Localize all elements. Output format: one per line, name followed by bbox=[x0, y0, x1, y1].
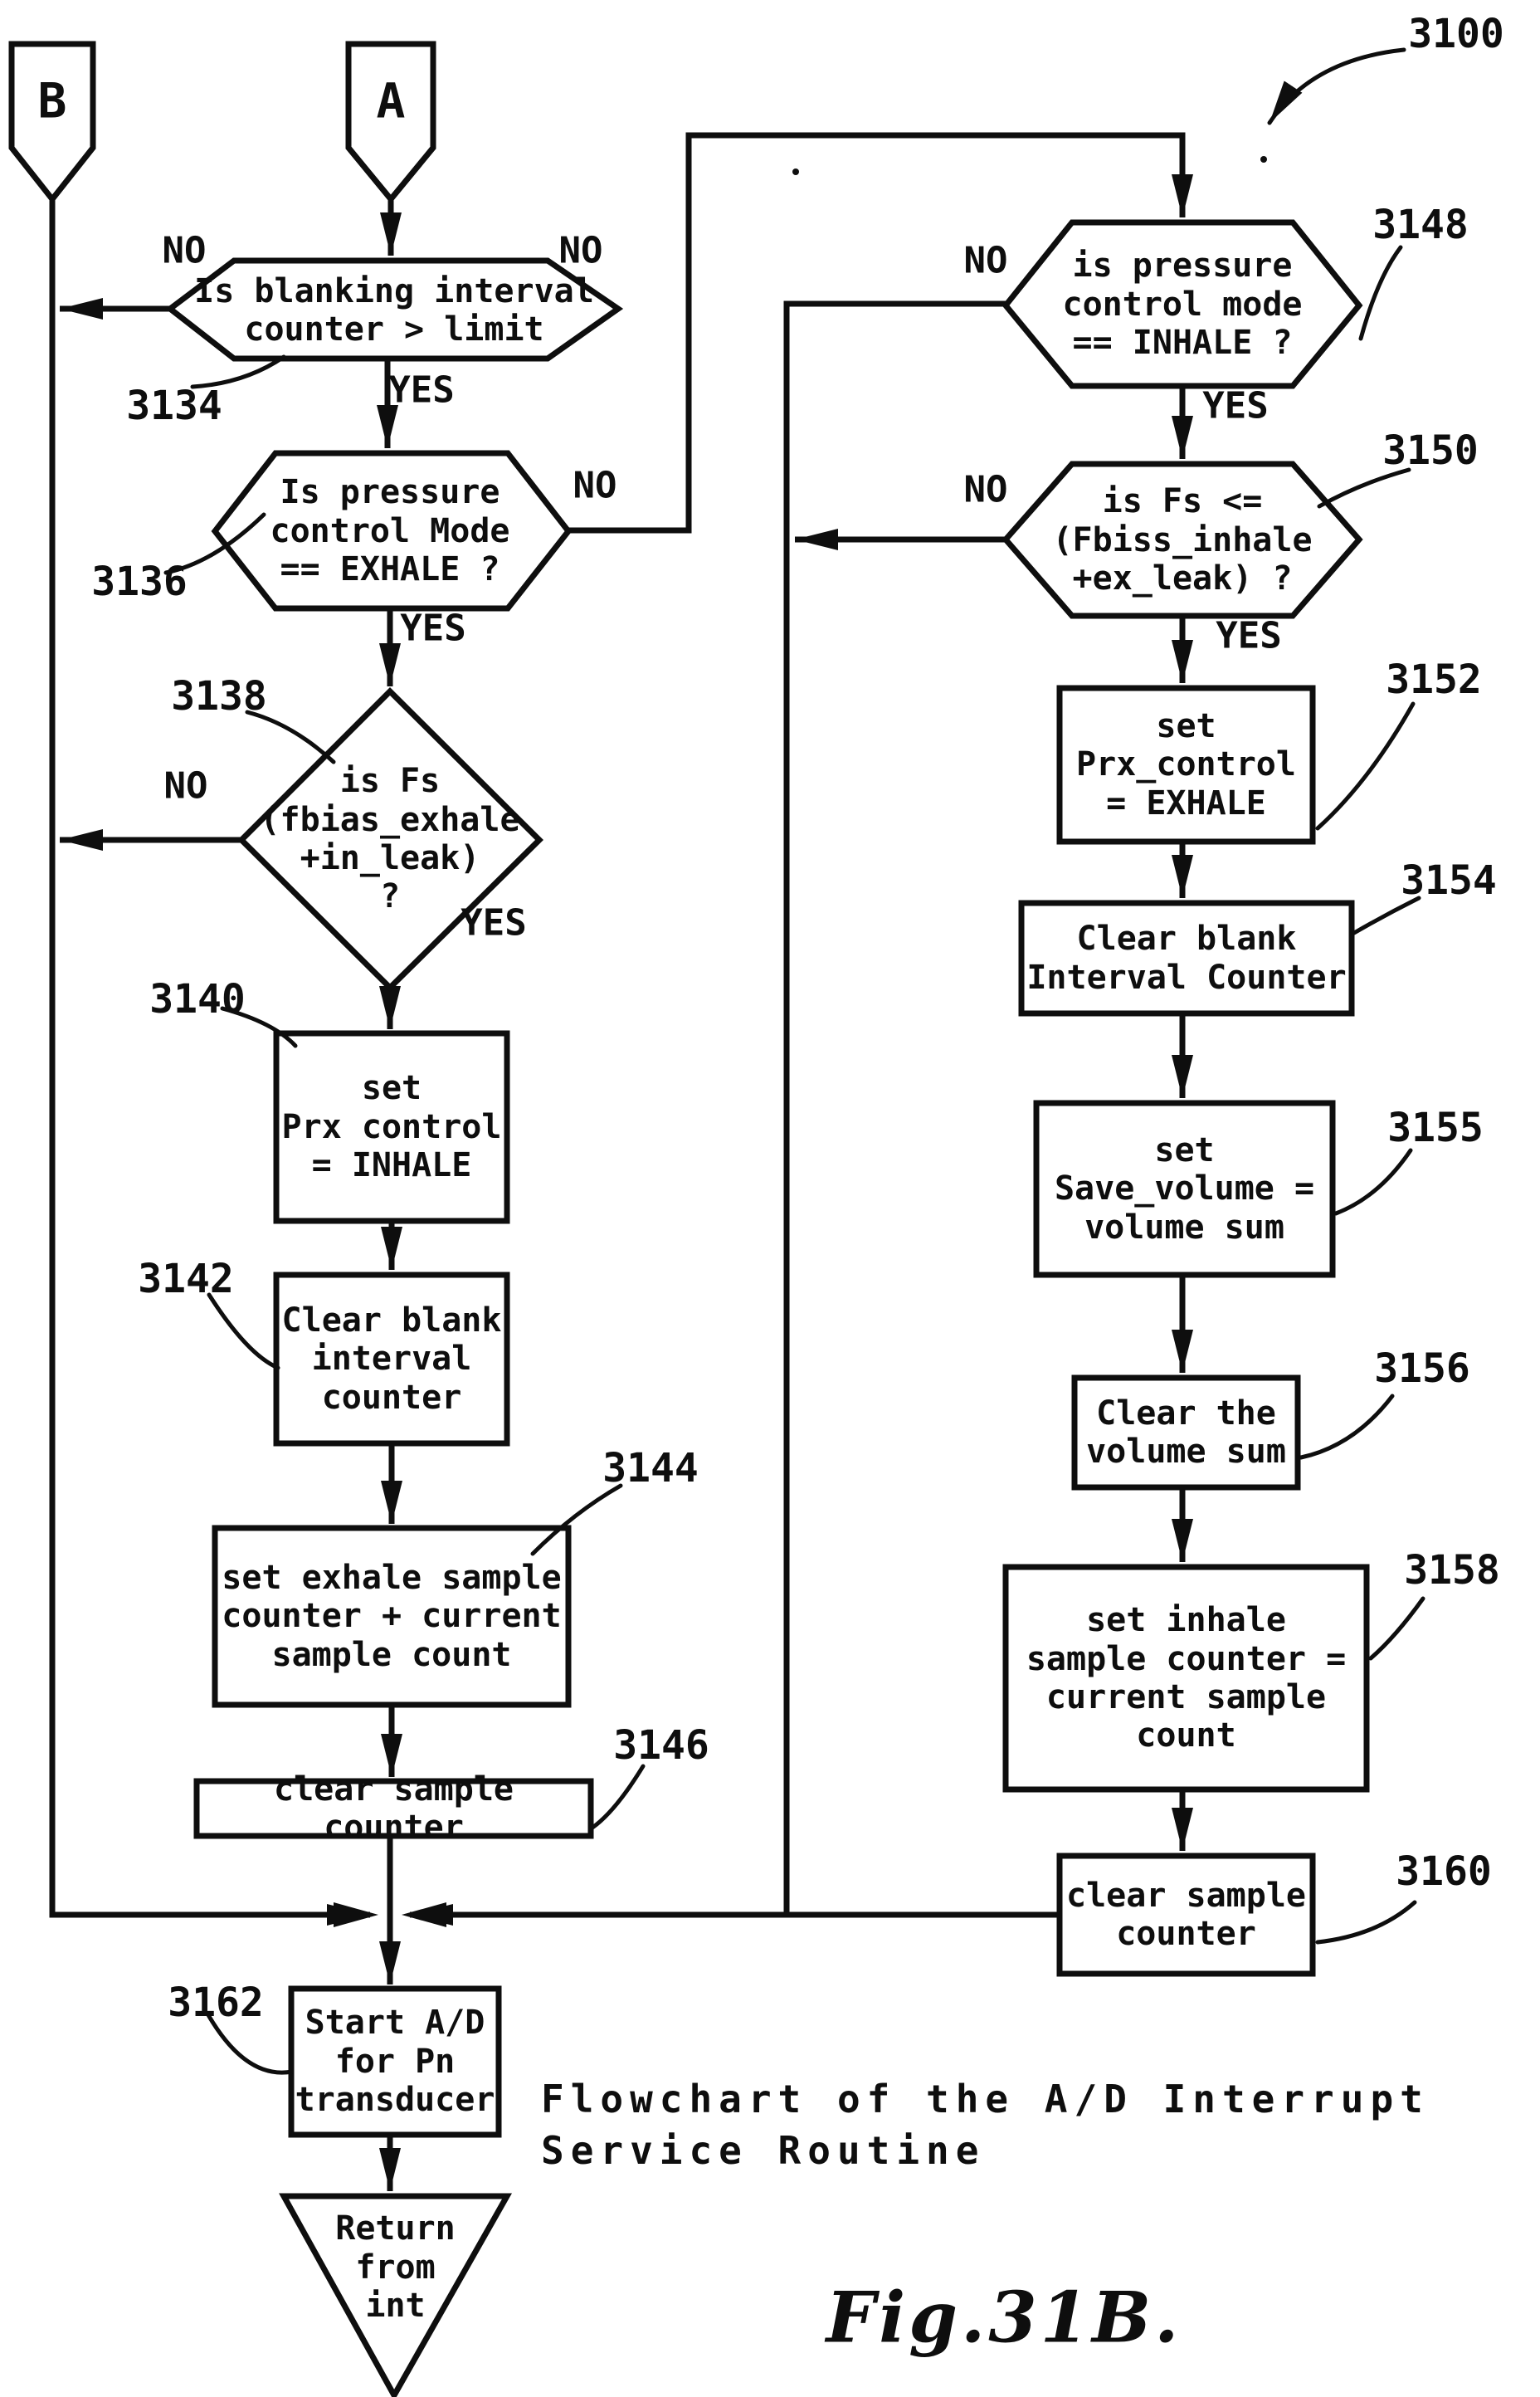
ink-dot bbox=[1260, 156, 1267, 163]
leader-3158 bbox=[1368, 1596, 1425, 1661]
process-3158-shape bbox=[1002, 1564, 1370, 1793]
ref-3144: 3144 bbox=[602, 1445, 699, 1492]
process-3140-text: set Prx control = INHALE bbox=[281, 1069, 502, 1185]
ref-3160: 3160 bbox=[1396, 1848, 1492, 1896]
process-3154-shape bbox=[1018, 900, 1355, 1017]
yes-label-3150: YES bbox=[1216, 614, 1282, 657]
decision-3134-text: Is blanking interval counter > limit bbox=[194, 271, 594, 349]
leader-3160 bbox=[1315, 1900, 1417, 1945]
flow-line-b-vertical bbox=[49, 198, 370, 1926]
leader-3100 bbox=[1267, 47, 1406, 125]
process-3152-text: set Prx_control = EXHALE bbox=[1076, 706, 1296, 823]
process-3162-text: Start A/D for Pn transducer bbox=[295, 2004, 495, 2120]
leader-3162 bbox=[205, 2011, 295, 2075]
offpage-connector-a-shape bbox=[345, 41, 436, 204]
ref-3154: 3154 bbox=[1401, 857, 1497, 905]
no-label-3148: NO bbox=[963, 239, 1008, 282]
no-label-3136: NO bbox=[573, 464, 617, 507]
yes-label-3138: YES bbox=[461, 901, 527, 945]
figure-caption: Flowchart of the A/D Interrupt Service R… bbox=[541, 2077, 1430, 2174]
offpage-connector-a-label: A bbox=[376, 72, 406, 129]
process-3144-text: set exhale sample counter + current samp… bbox=[222, 1558, 562, 1674]
ref-3152: 3152 bbox=[1386, 657, 1482, 704]
decision-3138-text: is Fs (fbias_exhale +in_leak) ? bbox=[260, 762, 520, 916]
leader-3154 bbox=[1352, 896, 1421, 935]
leader-3140 bbox=[220, 1006, 298, 1048]
process-3158-text: set inhale sample counter = current samp… bbox=[1026, 1601, 1347, 1755]
process-3154-text: Clear blank Interval Counter bbox=[1026, 920, 1347, 997]
leader-3134 bbox=[190, 354, 286, 389]
process-3162-shape bbox=[288, 1985, 502, 2138]
process-3142-shape bbox=[273, 1272, 510, 1447]
process-3146-text: clear sample counter bbox=[274, 1770, 514, 1847]
ref-3134: 3134 bbox=[126, 383, 222, 430]
ref-3142: 3142 bbox=[138, 1256, 234, 1303]
decision-3150-text: is Fs <= (Fbiss_inhale +ex_leak) ? bbox=[1052, 482, 1313, 598]
process-3142-text: Clear blank interval counter bbox=[281, 1301, 502, 1417]
merge-arrow-right-icon bbox=[334, 1902, 378, 1927]
ref-3140: 3140 bbox=[149, 976, 246, 1023]
ref-3158: 3158 bbox=[1404, 1547, 1500, 1594]
process-3155-text: set Save_volume = volume sum bbox=[1054, 1130, 1315, 1247]
no-label-3150: NO bbox=[963, 468, 1008, 511]
decision-3136-shape bbox=[211, 450, 573, 612]
decision-3150-shape bbox=[1001, 461, 1363, 619]
terminator-return-shape bbox=[279, 2193, 513, 2397]
yes-label-3148: YES bbox=[1202, 384, 1269, 427]
process-3152-shape bbox=[1056, 685, 1316, 845]
decision-3148-text: is pressure control mode == INHALE ? bbox=[1062, 247, 1303, 363]
leader-3146 bbox=[590, 1764, 646, 1830]
leader-3150 bbox=[1317, 467, 1411, 509]
decision-3136-text: Is pressure control Mode == EXHALE ? bbox=[270, 473, 510, 589]
decision-3138-shape bbox=[237, 687, 543, 992]
process-3155-shape bbox=[1033, 1100, 1336, 1278]
process-3140-shape bbox=[273, 1030, 510, 1224]
terminator-return-text: Return from int bbox=[335, 2209, 456, 2326]
ref-3148: 3148 bbox=[1372, 202, 1469, 249]
offpage-connector-b-label: B bbox=[37, 72, 67, 129]
leader-3136 bbox=[163, 512, 266, 575]
figure-number: Fig.31B. bbox=[826, 2276, 1182, 2359]
ref-3100: 3100 bbox=[1408, 11, 1504, 58]
leader-3152 bbox=[1315, 701, 1416, 831]
merge-arrow-left-icon bbox=[402, 1902, 446, 1927]
ink-dot bbox=[792, 168, 799, 175]
ref-3155: 3155 bbox=[1387, 1105, 1484, 1152]
leader-3156 bbox=[1299, 1394, 1395, 1460]
decision-3148-shape bbox=[1001, 219, 1363, 389]
ref-3150: 3150 bbox=[1382, 427, 1479, 475]
no-label-3134-right: NO bbox=[558, 229, 603, 272]
ref-3156: 3156 bbox=[1374, 1345, 1470, 1393]
ref-3146: 3146 bbox=[613, 1722, 709, 1770]
leader-3155 bbox=[1333, 1148, 1413, 1216]
ref-3136: 3136 bbox=[91, 559, 188, 606]
yes-label-3134: YES bbox=[388, 369, 455, 412]
process-3146-shape bbox=[193, 1778, 594, 1839]
leader-3142 bbox=[207, 1292, 280, 1370]
no-label-3134-left: NO bbox=[162, 229, 207, 272]
flow-line-no-3136-route bbox=[568, 132, 1193, 534]
ref-3138: 3138 bbox=[171, 673, 267, 720]
leader-3148 bbox=[1358, 245, 1403, 341]
leader-3138 bbox=[245, 710, 336, 764]
decision-3134-shape bbox=[165, 257, 624, 362]
process-3156-shape bbox=[1071, 1374, 1301, 1491]
yes-label-3136: YES bbox=[400, 607, 466, 650]
leader-3144 bbox=[530, 1483, 623, 1556]
flow-line-no-3148-vertical bbox=[783, 300, 1006, 1915]
no-label-3138: NO bbox=[163, 764, 208, 808]
offpage-connector-b-shape bbox=[8, 41, 96, 204]
process-3144-shape bbox=[212, 1525, 572, 1708]
process-3160-text: clear sample counter bbox=[1066, 1876, 1306, 1953]
process-3156-text: Clear the volume sum bbox=[1086, 1394, 1286, 1471]
process-3160-shape bbox=[1056, 1853, 1316, 1977]
ref-3162: 3162 bbox=[168, 1980, 264, 2027]
